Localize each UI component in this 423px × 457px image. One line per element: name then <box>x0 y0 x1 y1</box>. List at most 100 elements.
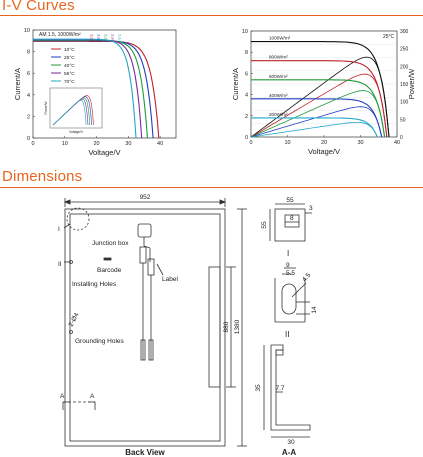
y-tick-label: 4 <box>27 93 30 99</box>
y-tick-label: 0 <box>245 135 248 141</box>
y-tick-label: 10 <box>24 28 30 34</box>
y-tick-label: 4 <box>245 93 248 99</box>
y-tick-label: 6 <box>245 71 248 77</box>
back-view <box>62 198 247 447</box>
power-line-4 <box>250 122 378 138</box>
detail-I-8: 8 <box>290 215 294 222</box>
y-tick-label: 6 <box>27 71 30 77</box>
installing-holes-label: Installing Holes <box>72 281 117 288</box>
x-axis-label: Voltage/V <box>308 147 340 156</box>
x-tick-label: 40 <box>394 140 400 146</box>
iv-curves-rule <box>0 15 423 16</box>
legend-label-1: 25°C <box>64 55 75 61</box>
dimensions-rule <box>0 187 423 188</box>
mark-A-left: A <box>60 393 65 400</box>
iv-curves-title: I-V Curves <box>2 0 75 14</box>
x-tick-label: 10 <box>284 140 290 146</box>
detail-I-mark: I <box>287 249 289 258</box>
x-tick-label: 30 <box>357 140 363 146</box>
power-line-2 <box>250 90 385 138</box>
section-7.7: 7.7 <box>275 385 284 392</box>
hole-dim-label: 2-Ø4 <box>68 312 81 328</box>
y2-axis-label: Power/W <box>407 68 416 99</box>
x-tick-label: 20 <box>93 141 99 147</box>
plot-frame <box>32 29 177 139</box>
power-line-1 <box>250 73 388 138</box>
chart2-annotation: 25°C <box>383 34 395 40</box>
series-label-1: 800W/m² <box>269 55 288 60</box>
series-line-2 <box>251 79 386 138</box>
section-30: 30 <box>287 439 295 446</box>
mark-A-right: A <box>90 393 95 400</box>
chart1-title: AM 1.5, 1000W/m² <box>39 32 81 38</box>
series-label-0: 1000W/m² <box>269 36 291 41</box>
series-line-1 <box>251 60 388 138</box>
mark-II: II <box>58 261 62 268</box>
legend-label-0: 10°C <box>64 47 75 53</box>
back-view-label: Back View <box>125 448 165 457</box>
x-tick-label: 0 <box>31 141 34 147</box>
detail-I-55-top: 55 <box>286 197 294 204</box>
detail-II-mark: II <box>285 330 289 339</box>
inset-line-4 <box>52 100 87 126</box>
barcode-label: Barcode <box>97 267 122 274</box>
series-label-2: 600W/m² <box>269 74 288 79</box>
legend-label-4: 70°C <box>64 79 75 85</box>
section-AA-label: A-A <box>282 448 296 457</box>
y2-tick-label: 300 <box>400 29 409 35</box>
module-inner-frame <box>69 213 221 442</box>
grounding-holes-label: Grounding Holes <box>75 338 125 345</box>
curve-tag-3: 55°C <box>111 33 115 41</box>
detail-II <box>274 267 310 323</box>
curve-tag-4: 70°C <box>118 33 122 41</box>
curve-tag-2: 40°C <box>104 33 108 41</box>
y-tick-label: 8 <box>27 50 30 56</box>
junction-box-label: Junction box <box>92 240 129 247</box>
y2-tick-label: 100 <box>400 100 409 106</box>
y2-tick-label: 0 <box>400 135 403 141</box>
y2-tick-label: 200 <box>400 64 409 70</box>
y-tick-label: 0 <box>27 136 30 142</box>
y2-tick-label: 250 <box>400 47 409 53</box>
x-tick-label: 10 <box>62 141 68 147</box>
series-line-4 <box>251 117 378 138</box>
series-label-4: 200W/m² <box>269 112 288 117</box>
legend-label-3: 55°C <box>64 71 75 77</box>
detail-I-55-left: 55 <box>261 221 268 229</box>
section-A-A <box>263 344 311 438</box>
y-tick-label: 2 <box>27 114 30 120</box>
inset-x-label: Voltage/V <box>69 130 84 134</box>
series-line-3 <box>251 98 383 138</box>
section-35: 35 <box>255 384 262 392</box>
legend-label-2: 40°C <box>64 63 75 69</box>
mark-I: I <box>58 226 60 233</box>
detail-II-4.5: 4.5 <box>301 272 312 284</box>
power-line-0 <box>250 56 390 138</box>
y2-tick-label: 150 <box>400 82 409 88</box>
y-tick-label: 8 <box>245 50 248 56</box>
label-label: Label <box>162 276 178 283</box>
detail-II-14: 14 <box>311 306 318 314</box>
module-outer-frame <box>64 208 226 447</box>
series-line-4 <box>33 38 137 139</box>
y-tick-label: 2 <box>245 114 248 120</box>
series-line-0 <box>251 41 390 138</box>
detail-II-9: 9 <box>286 262 290 269</box>
detail-I-3: 3 <box>309 205 313 212</box>
x-tick-label: 30 <box>125 141 131 147</box>
detail-II-5.5: 5.5 <box>286 270 295 277</box>
curve-tag-0: 10°C <box>90 33 94 41</box>
dim-880-label: 880 <box>223 321 230 332</box>
dim-1380-label: 1380 <box>234 319 241 334</box>
x-tick-label: 40 <box>157 141 163 147</box>
detail-I <box>269 203 312 242</box>
y2-tick-label: 50 <box>400 117 406 123</box>
y-tick-label: 10 <box>242 29 248 35</box>
x-axis-label: Voltage/V <box>88 148 120 157</box>
inset-y-label: Power/W <box>44 102 48 115</box>
y-axis-label: Current/A <box>231 68 240 100</box>
x-tick-label: 0 <box>249 140 252 146</box>
width-952-label: 952 <box>140 194 151 201</box>
